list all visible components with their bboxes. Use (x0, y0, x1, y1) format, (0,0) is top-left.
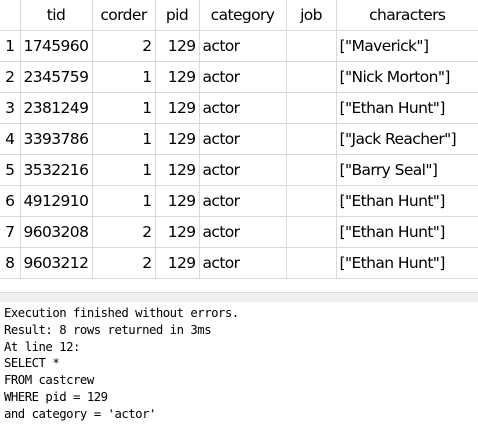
cell-pid[interactable]: 129 (155, 216, 200, 248)
cell-pid[interactable]: 129 (155, 30, 200, 62)
cell-characters[interactable]: ["Maverick"] (336, 30, 478, 62)
cell-characters[interactable]: ["Barry Seal"] (336, 154, 478, 186)
cell-corder[interactable]: 2 (92, 216, 156, 248)
cell-tid[interactable]: 2381249 (20, 92, 93, 124)
cell-category[interactable]: actor (199, 92, 287, 124)
log-line: Result: 8 rows returned in 3ms (4, 322, 212, 337)
log-line: WHERE pid = 129 (4, 389, 108, 404)
cell-job[interactable] (286, 123, 337, 155)
cell-corder[interactable]: 1 (92, 92, 156, 124)
cell-job[interactable] (286, 92, 337, 124)
row-number[interactable]: 4 (0, 123, 21, 155)
log-line: and category = 'actor' (4, 406, 156, 421)
row-number[interactable]: 6 (0, 185, 21, 217)
cell-pid[interactable]: 129 (155, 61, 200, 93)
cell-tid[interactable]: 2345759 (20, 61, 93, 93)
cell-characters[interactable]: ["Ethan Hunt"] (336, 247, 478, 279)
cell-characters[interactable]: ["Nick Morton"] (336, 61, 478, 93)
header-row: tid corder pid category job characters (0, 0, 478, 31)
row-number[interactable]: 8 (0, 247, 21, 279)
cell-pid[interactable]: 129 (155, 185, 200, 217)
cell-tid[interactable]: 3532216 (20, 154, 93, 186)
cell-category[interactable]: actor (199, 185, 287, 217)
row-number[interactable]: 5 (0, 154, 21, 186)
row-number-header[interactable] (0, 0, 21, 31)
results-table: tid corder pid category job characters 1… (0, 0, 478, 279)
cell-corder[interactable]: 1 (92, 154, 156, 186)
cell-pid[interactable]: 129 (155, 123, 200, 155)
results-grid[interactable]: tid corder pid category job characters 1… (0, 0, 478, 292)
cell-corder[interactable]: 2 (92, 247, 156, 279)
cell-corder[interactable]: 1 (92, 61, 156, 93)
log-line: SELECT * (4, 356, 60, 371)
column-header-job[interactable]: job (286, 0, 337, 31)
cell-job[interactable] (286, 247, 337, 279)
cell-tid[interactable]: 3393786 (20, 123, 93, 155)
column-header-characters[interactable]: characters (336, 0, 478, 31)
message-log[interactable]: Execution finished without errors. Resul… (0, 302, 478, 429)
cell-corder[interactable]: 1 (92, 123, 156, 155)
column-header-pid[interactable]: pid (155, 0, 200, 31)
row-number[interactable]: 1 (0, 30, 21, 62)
cell-category[interactable]: actor (199, 123, 287, 155)
cell-corder[interactable]: 1 (92, 185, 156, 217)
cell-category[interactable]: actor (199, 61, 287, 93)
cell-category[interactable]: actor (199, 216, 287, 248)
row-number[interactable]: 2 (0, 61, 21, 93)
cell-job[interactable] (286, 154, 337, 186)
cell-characters[interactable]: ["Ethan Hunt"] (336, 185, 478, 217)
cell-category[interactable]: actor (199, 154, 287, 186)
cell-category[interactable]: actor (199, 247, 287, 279)
cell-tid[interactable]: 9603208 (20, 216, 93, 248)
log-line: Execution finished without errors. (4, 306, 239, 320)
cell-job[interactable] (286, 30, 337, 62)
cell-characters[interactable]: ["Ethan Hunt"] (336, 216, 478, 248)
cell-tid[interactable]: 1745960 (20, 30, 93, 62)
column-header-corder[interactable]: corder (92, 0, 156, 31)
cell-corder[interactable]: 2 (92, 30, 156, 62)
column-header-category[interactable]: category (199, 0, 287, 31)
cell-job[interactable] (286, 185, 337, 217)
row-number[interactable]: 3 (0, 92, 21, 124)
cell-characters[interactable]: ["Ethan Hunt"] (336, 92, 478, 124)
log-line: At line 12: (4, 339, 80, 354)
cell-tid[interactable]: 9603212 (20, 247, 93, 279)
cell-job[interactable] (286, 61, 337, 93)
cell-pid[interactable]: 129 (155, 92, 200, 124)
log-line: FROM castcrew (4, 373, 94, 388)
row-number[interactable]: 7 (0, 216, 21, 248)
cell-characters[interactable]: ["Jack Reacher"] (336, 123, 478, 155)
cell-pid[interactable]: 129 (155, 154, 200, 186)
cell-job[interactable] (286, 216, 337, 248)
cell-pid[interactable]: 129 (155, 247, 200, 279)
cell-category[interactable]: actor (199, 30, 287, 62)
cell-tid[interactable]: 4912910 (20, 185, 93, 217)
column-header-tid[interactable]: tid (20, 0, 93, 31)
